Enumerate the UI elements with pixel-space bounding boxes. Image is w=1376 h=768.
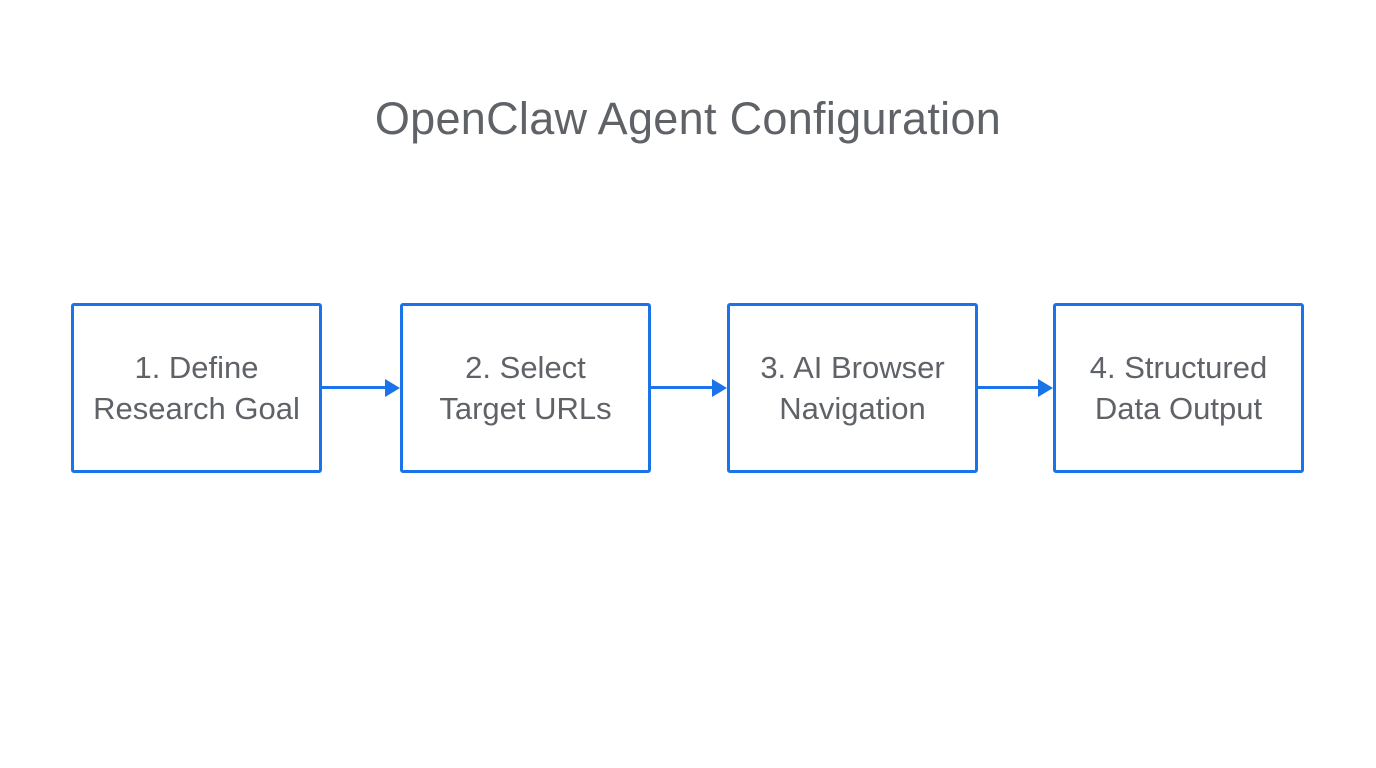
step-box-structured-data-output: 4. Structured Data Output [1053, 303, 1304, 473]
step-label: 4. Structured Data Output [1089, 350, 1268, 426]
step-box-ai-browser-navigation: 3. AI Browser Navigation [727, 303, 978, 473]
arrow-line [650, 386, 714, 389]
step-label: 1. Define Research Goal [93, 350, 300, 426]
arrow-line [322, 386, 387, 389]
arrow-right-icon [385, 379, 400, 397]
connector-arrow-3 [978, 379, 1053, 397]
page-title: OpenClaw Agent Configuration [374, 93, 1002, 144]
step-box-define-research-goal: 1. Define Research Goal [71, 303, 322, 473]
step-label: 3. AI Browser Navigation [760, 350, 945, 426]
arrow-right-icon [1038, 379, 1053, 397]
connector-arrow-1 [322, 379, 400, 397]
arrow-line [978, 386, 1040, 389]
arrow-right-icon [712, 379, 727, 397]
connector-arrow-2 [650, 379, 727, 397]
step-box-select-target-urls: 2. Select Target URLs [400, 303, 651, 473]
step-label: 2. Select Target URLs [439, 350, 612, 426]
